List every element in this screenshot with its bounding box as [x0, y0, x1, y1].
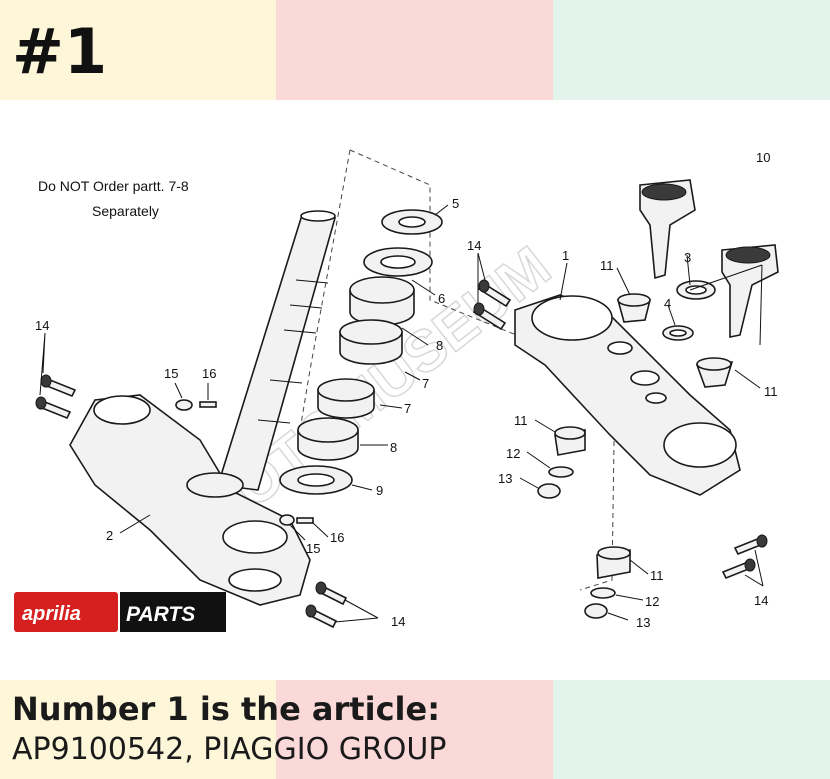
- bearing-stack: [279, 209, 443, 495]
- callout-2: 2: [106, 528, 113, 543]
- callout-16a: 16: [202, 366, 216, 381]
- footer-title: Number 1 is the article:: [12, 690, 440, 728]
- callout-11d: 11: [650, 568, 664, 583]
- part-number-title: #1: [12, 15, 108, 88]
- steering-stem: [216, 210, 337, 491]
- callout-15b: 15: [306, 541, 320, 556]
- callout-6: 6: [438, 291, 445, 306]
- callout-8a: 8: [436, 338, 443, 353]
- footer-band-mint: [553, 680, 830, 779]
- note-line-2: Separately: [92, 203, 159, 219]
- callout-4: 4: [664, 296, 671, 311]
- handlebar-riser-left: [639, 179, 696, 280]
- bolts: [35, 279, 768, 629]
- callout-15a: 15: [164, 366, 178, 381]
- callout-7a: 7: [422, 376, 429, 391]
- callout-11a: 11: [600, 258, 614, 273]
- exploded-parts-diagram: MOTOMUSEUM Do NOT Order partt. 7-8 Separ…: [14, 149, 779, 632]
- callout-16b: 16: [330, 530, 344, 545]
- header-color-band: [0, 0, 830, 100]
- header-band-pink: [276, 0, 553, 100]
- callout-11b: 11: [764, 384, 778, 399]
- note-line-1: Do NOT Order partt. 7-8: [38, 178, 189, 194]
- aprilia-parts-logo: aprilia PARTS: [14, 592, 226, 632]
- header-band-mint: [553, 0, 830, 100]
- footer-band-yellow: [0, 680, 276, 779]
- callout-9: 9: [376, 483, 383, 498]
- callout-13a: 13: [498, 471, 512, 486]
- callout-14d: 14: [391, 614, 405, 629]
- callout-14a: 14: [35, 318, 49, 333]
- callout-1: 1: [562, 248, 569, 263]
- lower-triple-clamp: [69, 394, 311, 606]
- callout-8b: 8: [390, 440, 397, 455]
- callout-3: 3: [684, 250, 691, 265]
- callout-leaders: [39, 204, 764, 623]
- logo-brand-text: aprilia: [22, 603, 81, 625]
- bushings-and-washers: [537, 280, 734, 619]
- footer-article-number: AP9100542, PIAGGIO GROUP: [12, 732, 447, 767]
- callout-11c: 11: [514, 413, 528, 428]
- footer-band-pink: [276, 680, 553, 779]
- callout-7b: 7: [404, 401, 411, 416]
- callout-13b: 13: [636, 615, 650, 630]
- handlebar-riser-right: [721, 244, 779, 338]
- callout-5: 5: [452, 196, 459, 211]
- assembly-dashed-line: [349, 149, 616, 591]
- footer-color-band: [0, 680, 830, 779]
- callout-14b: 14: [467, 238, 481, 253]
- callout-14c: 14: [754, 593, 768, 608]
- upper-triple-clamp: [514, 294, 741, 496]
- callout-labels: 1 2 3 4 5 6 7 7 8 8 9 10 11 11 11 11 12 …: [35, 150, 778, 630]
- callout-12a: 12: [506, 446, 520, 461]
- logo-parts-text: PARTS: [126, 603, 195, 626]
- callout-10: 10: [756, 150, 770, 165]
- callout-12b: 12: [645, 594, 659, 609]
- header-band-yellow: [0, 0, 276, 100]
- assembly-dashed-line-2: [299, 149, 351, 431]
